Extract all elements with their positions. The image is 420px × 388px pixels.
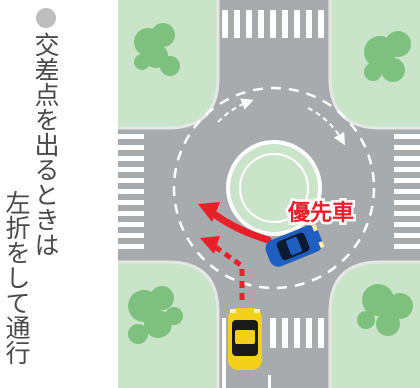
- crosswalk-bottom: [270, 318, 324, 348]
- arrow-red-solid-icon: [210, 210, 272, 244]
- tree-icon: [134, 23, 180, 76]
- flow-arrow-right: [307, 107, 345, 146]
- arrow-red-dashed-icon: [212, 243, 245, 300]
- crosswalk-left: [118, 134, 144, 249]
- tree-icon: [357, 284, 413, 336]
- caption-line-1: 交差点を出るときは: [31, 32, 60, 257]
- caption-line-2: 左折をして通行: [2, 190, 31, 365]
- crosswalk-top: [222, 10, 324, 38]
- car-yellow-icon: [228, 308, 262, 370]
- roundabout-lane-line: [172, 86, 376, 290]
- bullet-dot-icon: [36, 8, 56, 28]
- flow-arrow-left: [217, 98, 254, 123]
- priority-car-label: 優先車: [287, 200, 354, 225]
- central-island: [230, 144, 318, 232]
- grass-bottom-right: [330, 262, 420, 388]
- tree-icon: [128, 286, 183, 344]
- caption-panel: 交差点を出るときは 左折をして通行: [0, 0, 110, 388]
- crosswalk-right: [394, 134, 420, 249]
- car-blue-icon: [265, 224, 325, 267]
- tree-icon: [364, 31, 411, 82]
- roundabout-diagram: 優先車: [118, 0, 420, 388]
